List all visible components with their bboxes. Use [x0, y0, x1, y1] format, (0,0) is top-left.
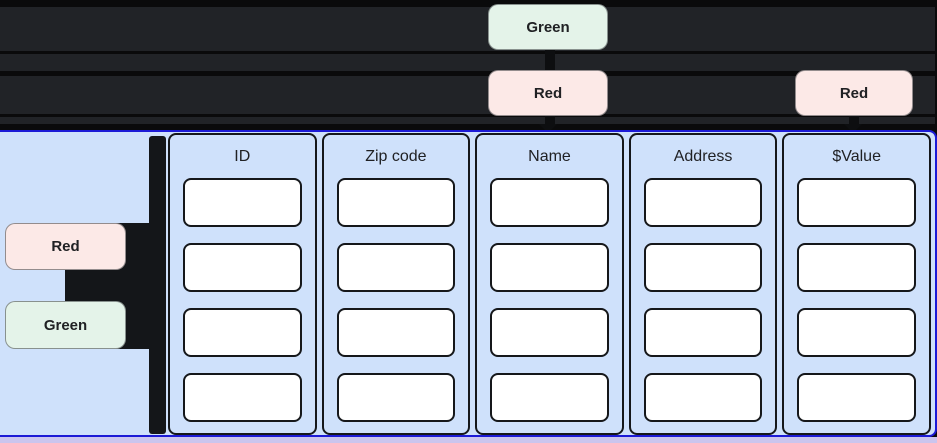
top-row-bar-2: [0, 54, 935, 71]
cell-box[interactable]: [183, 178, 302, 227]
arrow-down-icon: [844, 124, 862, 133]
column-card-name: Name: [475, 133, 624, 435]
connector-green-to-red: [545, 48, 555, 73]
left-green-badge[interactable]: Green: [5, 301, 126, 349]
cell-box[interactable]: [643, 178, 763, 227]
left-red-badge[interactable]: Red: [5, 223, 126, 270]
cell-box[interactable]: [490, 308, 609, 357]
column-card-value: $Value: [782, 133, 931, 435]
bottom-panel-edge: [0, 437, 937, 443]
column-header: ID: [234, 147, 251, 165]
arrow-down-icon: [539, 124, 557, 133]
column-header: Zip code: [365, 147, 427, 165]
column-card-id: ID: [168, 133, 317, 435]
cell-box[interactable]: [797, 178, 916, 227]
column-header: $Value: [832, 147, 881, 165]
cell-box[interactable]: [797, 308, 916, 357]
column-header: Address: [673, 147, 733, 165]
column-card-address: Address: [628, 133, 778, 435]
cell-box[interactable]: [490, 178, 609, 227]
cell-box[interactable]: [643, 308, 763, 357]
top-red-badge-name[interactable]: Red: [488, 70, 608, 116]
top-row-bar-4: [0, 117, 935, 124]
top-red-badge-value[interactable]: Red: [795, 70, 913, 116]
cell-box[interactable]: [336, 178, 456, 227]
column-header: Name: [528, 147, 571, 165]
cell-box[interactable]: [797, 373, 916, 422]
cell-box[interactable]: [643, 373, 763, 422]
cell-box[interactable]: [490, 373, 609, 422]
cell-box[interactable]: [183, 243, 302, 292]
cell-box[interactable]: [336, 373, 456, 422]
connector-red-to-value: [849, 114, 859, 126]
top-green-badge[interactable]: Green: [488, 4, 608, 50]
cell-box[interactable]: [183, 308, 302, 357]
cell-box[interactable]: [797, 243, 916, 292]
cell-box[interactable]: [336, 308, 456, 357]
cell-box[interactable]: [336, 243, 456, 292]
cell-box[interactable]: [643, 243, 763, 292]
cell-box[interactable]: [490, 243, 609, 292]
cell-box[interactable]: [183, 373, 302, 422]
table-columns: ID Zip code Name Address $Value: [168, 133, 931, 435]
top-row-bar-3: [0, 76, 935, 114]
top-row-bar-1: [0, 7, 935, 51]
connector-red-to-name: [545, 114, 555, 126]
column-card-zip-code: Zip code: [321, 133, 471, 435]
